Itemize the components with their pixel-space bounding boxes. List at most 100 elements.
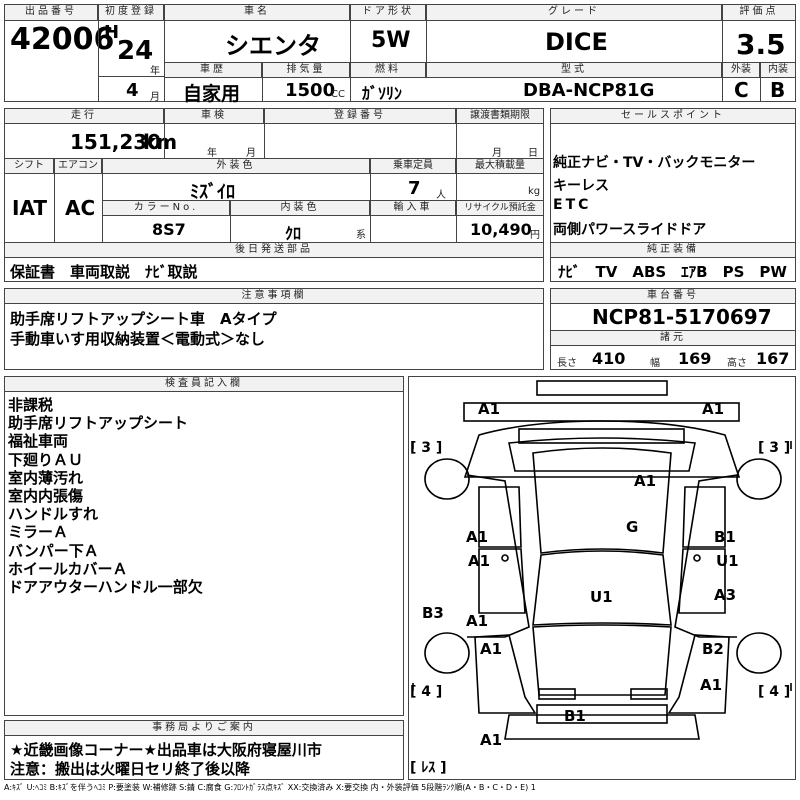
score-label: 評価点: [722, 4, 796, 21]
int-label: 内装: [760, 62, 796, 78]
reg-no-label: 登録番号: [264, 108, 456, 124]
ac: AC: [65, 196, 96, 220]
section-bracket-label: 4: [421, 684, 432, 700]
lot-no-label: 出品番号: [4, 4, 98, 21]
inspection-month: 月: [246, 148, 256, 159]
capacity-unit: 人: [436, 190, 446, 201]
ext-score: C: [734, 78, 749, 102]
model: DBA-NCP81G: [523, 80, 655, 101]
load-unit: kg: [528, 186, 541, 197]
section-bracket: [ ﾚｽ ]: [410, 760, 447, 776]
recycle-label: リサイクル預託金: [456, 200, 544, 216]
color-no-label: カラーNo.: [102, 200, 230, 216]
damage-mark: A1: [468, 552, 491, 570]
inspector-line: 下廻りＡＵ: [8, 450, 84, 469]
inspector-line: 福祉車両: [8, 432, 69, 451]
era: H: [104, 22, 120, 43]
later-parts: 保証書 車両取説 ﾅﾋﾞ取説: [10, 263, 198, 281]
inspector-line: ドアアウターハンドル一部欠: [8, 578, 203, 596]
section-bracket-label: 4: [769, 684, 780, 700]
damage-mark: B2: [702, 640, 724, 658]
inspector-line: バンパー下Ａ: [8, 541, 99, 560]
year-unit: 年: [150, 66, 160, 77]
damage-mark: U1: [716, 552, 739, 570]
grade-label: グレード: [426, 4, 722, 21]
mileage-label: 走行: [4, 108, 164, 124]
inspector-line: ハンドルすれ: [8, 505, 99, 524]
load-label: 最大積載量: [456, 158, 544, 174]
sales-point: ETC: [553, 197, 592, 213]
first-reg-label: 初度登録: [98, 4, 164, 21]
length-label: 長さ: [557, 358, 577, 369]
office-label: 事務局よりご案内: [4, 720, 404, 736]
inspector-line: 室内内張傷: [8, 487, 84, 505]
inspection-year: 年: [207, 148, 217, 159]
section-bracket: [ 3 ]: [758, 440, 791, 456]
car-name-label: 車名: [164, 4, 350, 21]
notes-label: 注意事項欄: [4, 288, 544, 304]
history: 自家用: [183, 83, 241, 105]
damage-diagram: [408, 376, 796, 780]
color-label: 外装色: [102, 158, 370, 174]
recycle-unit: 円: [530, 230, 540, 241]
sales-point: 純正ナビ・TV・バックモニター: [553, 155, 756, 171]
inspection-label: 車検: [164, 108, 264, 124]
history-label: 車歴: [164, 62, 262, 78]
equipment: ﾅﾋﾞ TV ABS ｴｱB PS PW: [558, 263, 787, 281]
transfer-day: 日: [528, 148, 538, 159]
interior-suffix: 系: [356, 230, 366, 241]
damage-mark: A1: [634, 472, 657, 490]
displacement: 1500: [285, 80, 336, 101]
fuel: ｶﾞｿﾘﾝ: [362, 84, 403, 103]
inspector-line: 室内薄汚れ: [8, 468, 84, 487]
interior-color: ｸﾛ: [285, 224, 302, 243]
inspector-line: ミラーＡ: [8, 523, 69, 542]
notes-line: 助手席リフトアップシート車 Aタイプ: [10, 310, 277, 328]
inspector-line: 非課税: [8, 396, 54, 414]
transfer-month: 月: [492, 148, 502, 159]
door-label: ドア形状: [350, 4, 426, 21]
section-bracket-label: ﾚｽ: [421, 760, 436, 776]
damage-mark: A1: [466, 528, 489, 546]
section-bracket-label: 3: [769, 440, 780, 456]
damage-mark: A1: [480, 640, 503, 658]
first-reg-year: 24: [117, 36, 154, 66]
damage-mark: U1: [590, 588, 613, 606]
transfer-label: 譲渡書類期限: [456, 108, 544, 124]
office-line: ★近畿画像コーナー★出品車は大阪府寝屋川市: [10, 741, 322, 759]
later-parts-label: 後日発送部品: [4, 242, 544, 258]
mileage-unit: km: [143, 130, 178, 154]
chassis-label: 車台番号: [550, 288, 796, 304]
legend: A:ｷｽﾞ U:ﾍｺﾐ B:ｷｽﾞを伴うﾍｺﾐ P:要塗装 W:補修跡 S:錆 …: [4, 783, 536, 792]
sales-point: 両側パワースライドドア: [553, 222, 707, 238]
car-name: シエンタ: [225, 32, 321, 60]
section-bracket-label: 3: [421, 440, 432, 456]
section-bracket: [ 3 ]: [410, 440, 443, 456]
damage-mark: A1: [700, 676, 723, 694]
damage-mark: B3: [422, 604, 444, 622]
int-score: B: [770, 78, 786, 102]
car-outline: [412, 380, 792, 740]
door: 5W: [371, 28, 411, 53]
cc-unit: CC: [331, 89, 345, 100]
width: 169: [678, 349, 712, 368]
damage-mark: B1: [714, 528, 736, 546]
section-bracket: [ 4 ]: [410, 684, 443, 700]
chassis-number: NCP81-5170697: [592, 305, 772, 329]
inspector-line: ホイールカバーＡ: [8, 559, 128, 578]
damage-mark: A1: [478, 400, 501, 418]
mileage: 151,230: [70, 130, 162, 154]
width-label: 幅: [650, 358, 660, 369]
displacement-label: 排気量: [262, 62, 350, 78]
height-label: 高さ: [727, 358, 747, 369]
color: ﾐｽﾞｲﾛ: [190, 182, 235, 203]
model-label: 型式: [426, 62, 722, 78]
interior-color-label: 内装色: [230, 200, 370, 216]
inspector-label: 検査員記入欄: [4, 376, 404, 392]
dims-label: 諸元: [550, 330, 796, 346]
grade: DICE: [545, 28, 608, 56]
ac-label: エアコン: [54, 158, 102, 174]
equipment-label: 純正装備: [550, 242, 796, 258]
lot-no: 42006: [10, 22, 115, 57]
sales-label: セールスポイント: [550, 108, 796, 124]
